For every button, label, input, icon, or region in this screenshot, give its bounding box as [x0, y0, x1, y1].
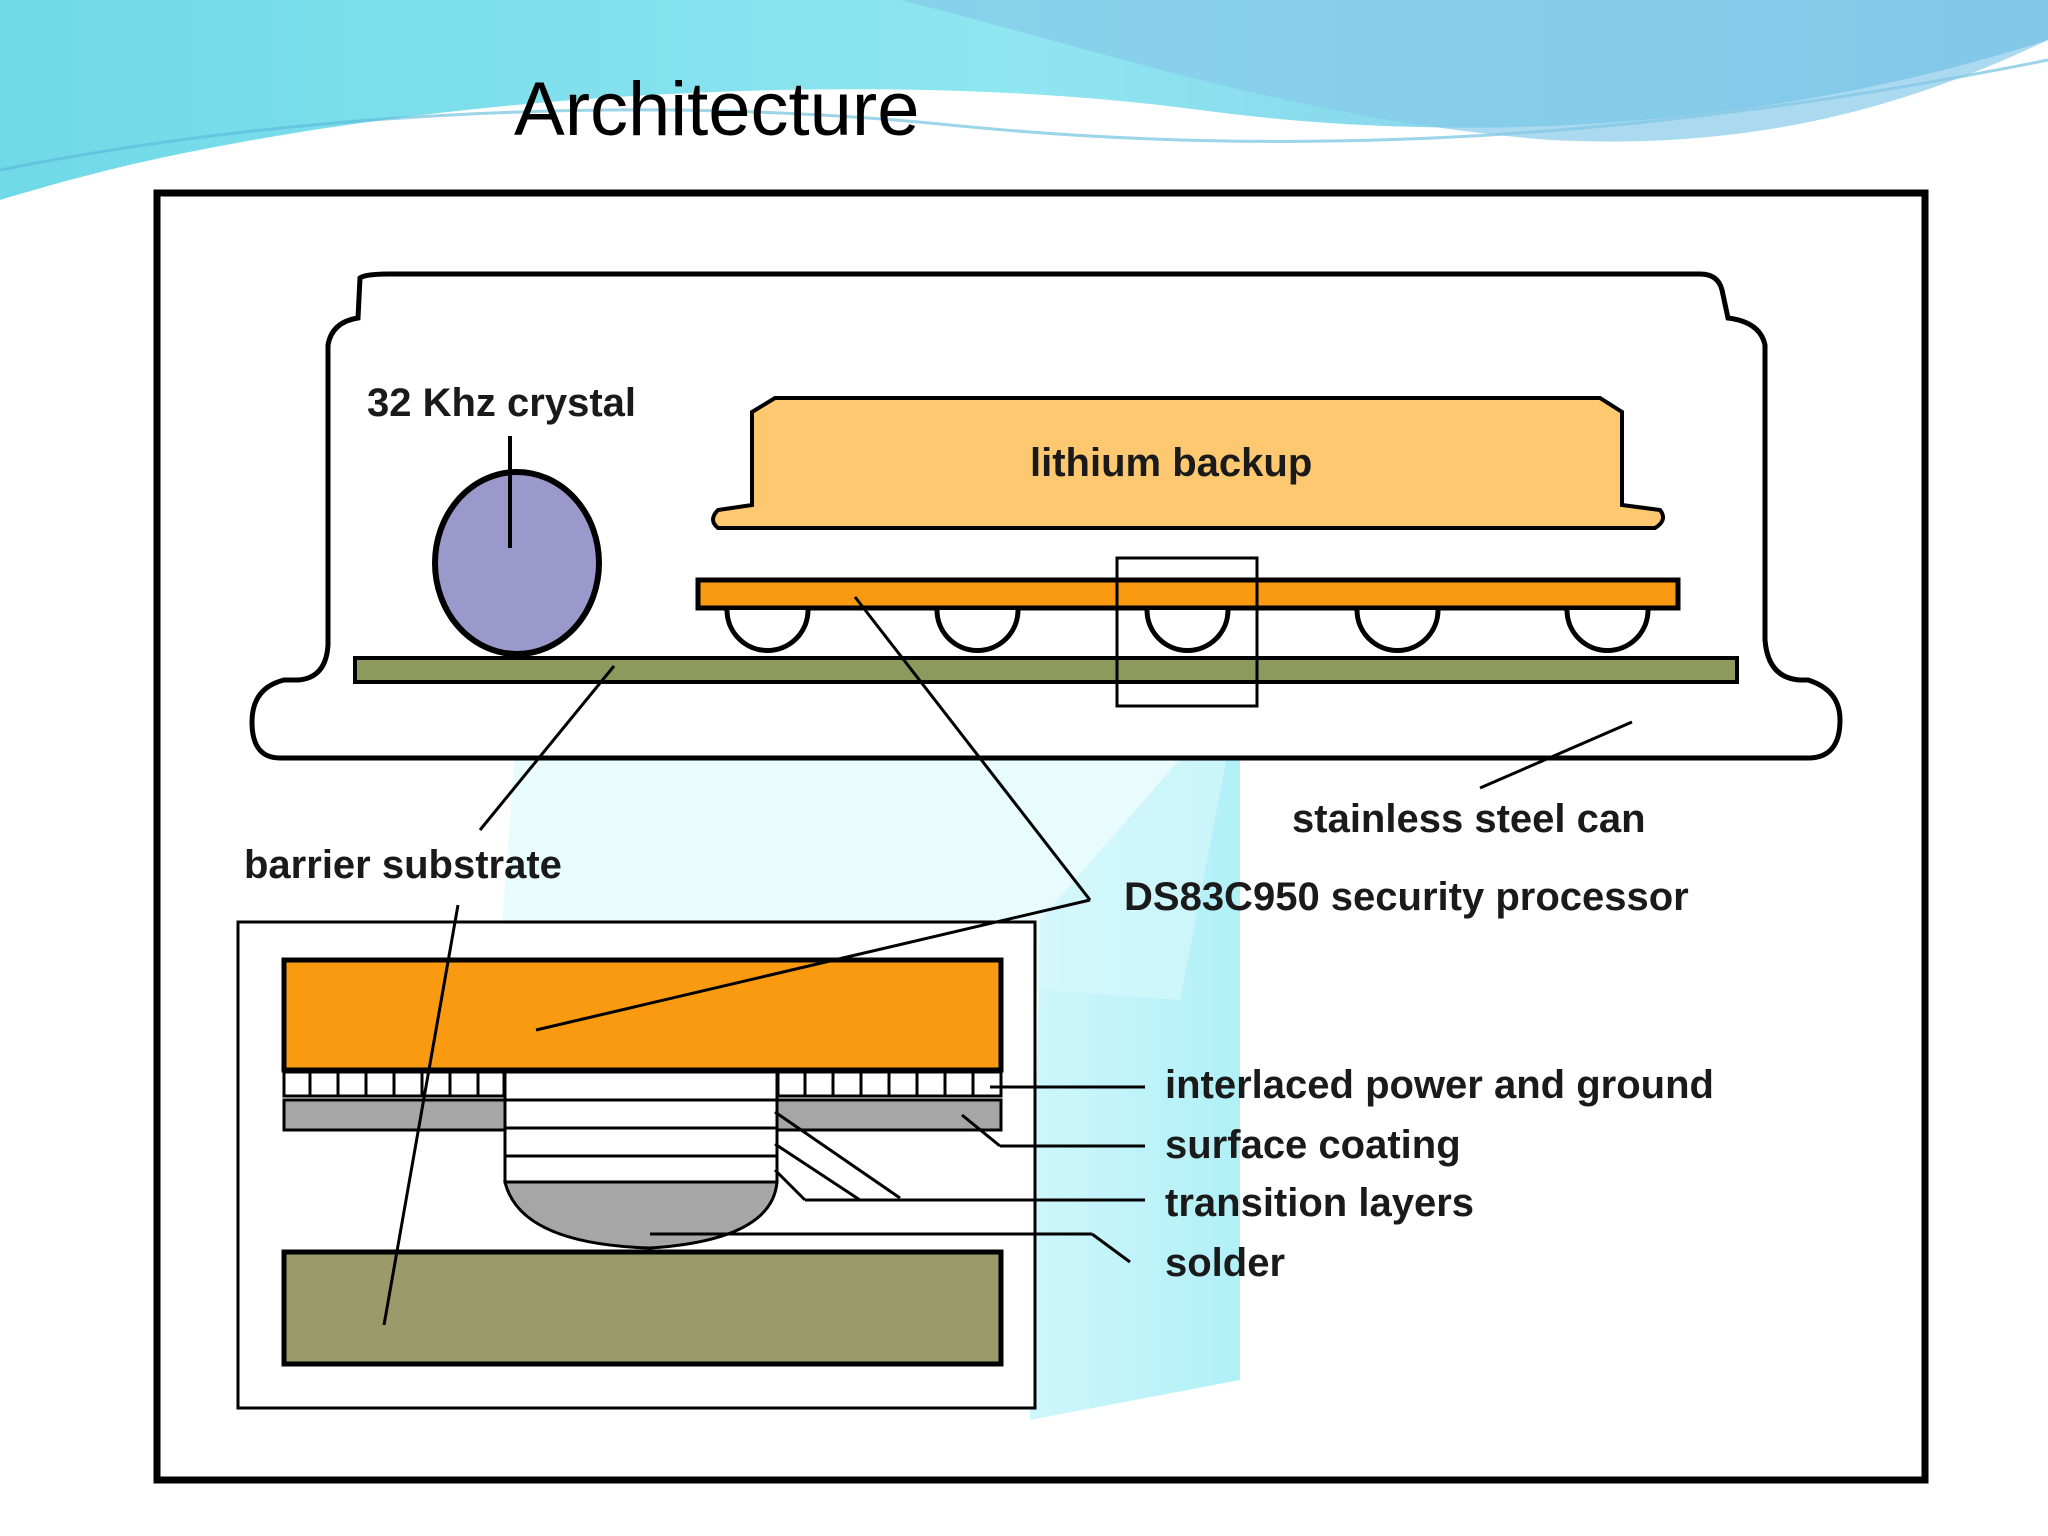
crystal-label: 32 Khz crystal — [367, 381, 636, 425]
inset-substrate — [281, 1249, 1004, 1367]
lithium-battery — [711, 396, 1666, 530]
transition-label: transition layers — [1165, 1181, 1474, 1225]
processor-die — [281, 957, 1004, 1073]
inset-detail — [236, 920, 1037, 1410]
can-label: stainless steel can — [1292, 797, 1646, 841]
slide-title: Architecture — [514, 67, 920, 152]
substrate-board — [353, 656, 1739, 684]
zoom-highlight — [1115, 556, 1259, 708]
solder-ball — [503, 1180, 779, 1250]
interlaced-pads — [282, 1070, 1003, 1098]
leader-lines — [382, 596, 1633, 1326]
transition-layers — [503, 1070, 779, 1184]
processor-label: DS83C950 security processor — [1124, 875, 1689, 919]
crystal-component — [432, 436, 602, 657]
battery-label: lithium backup — [1030, 441, 1312, 485]
coating-label: surface coating — [1165, 1123, 1461, 1167]
solder-bumps — [724, 609, 1651, 653]
substrate-label: barrier substrate — [244, 843, 562, 887]
diagram-frame — [153, 189, 1929, 1484]
processor-chip — [695, 577, 1681, 611]
solder-label: solder — [1165, 1241, 1285, 1285]
interlaced-label: interlaced power and ground — [1165, 1063, 1714, 1107]
